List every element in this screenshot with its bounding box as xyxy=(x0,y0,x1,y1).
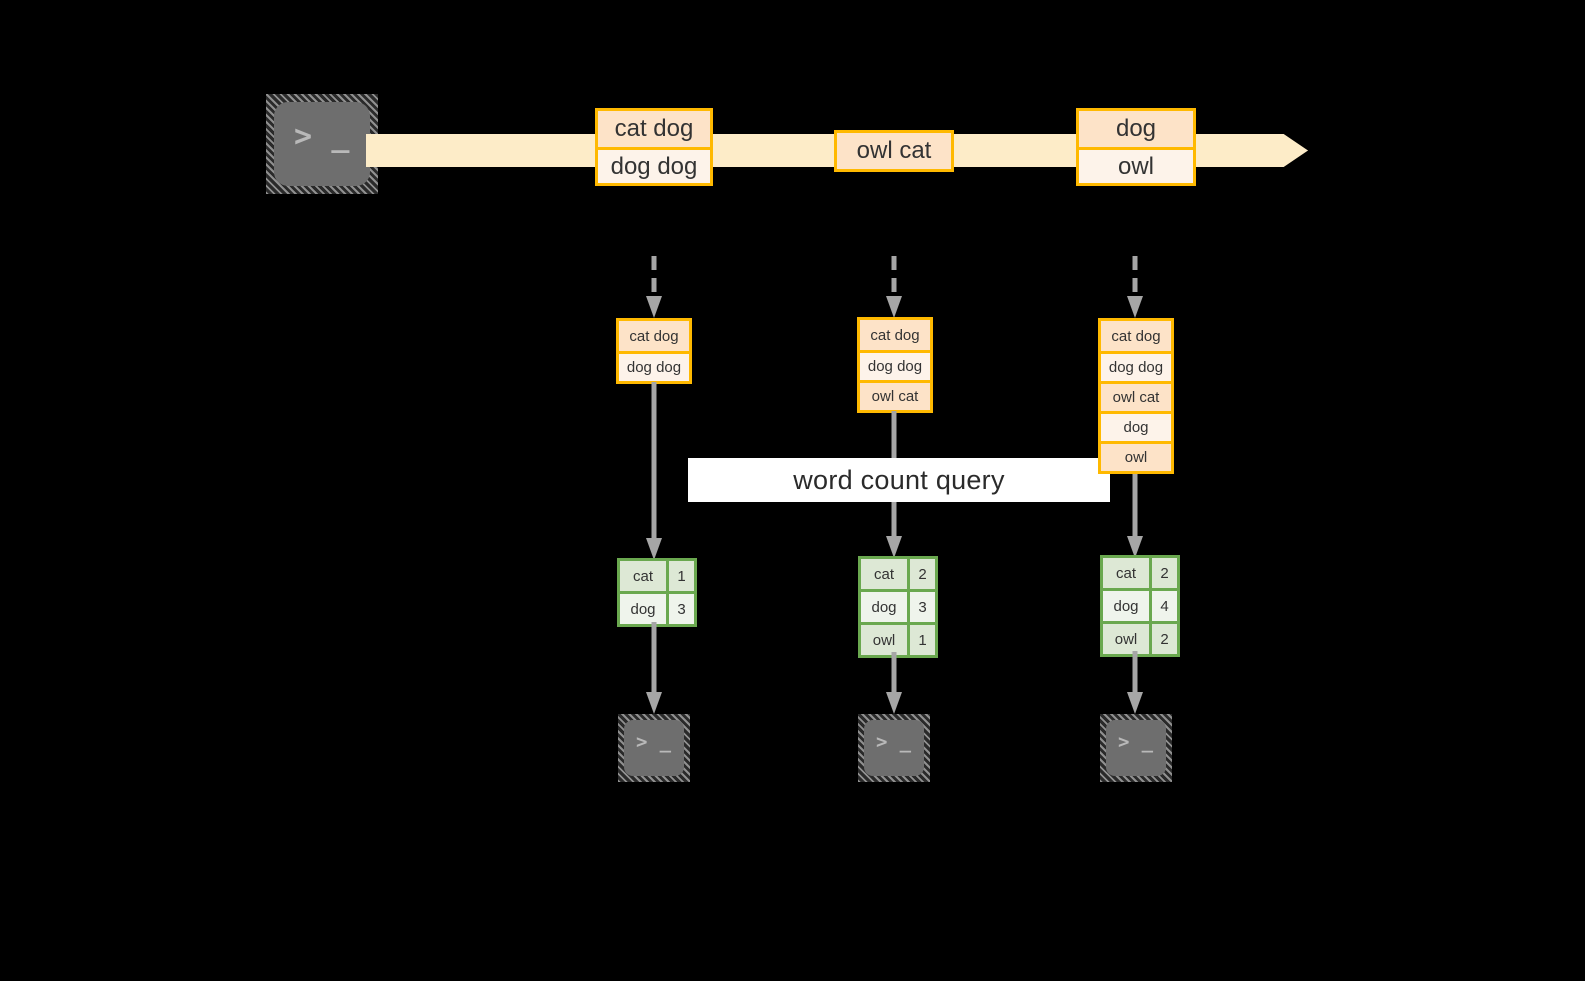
stream-tap-arrow-3 xyxy=(1126,256,1144,318)
snapshot-input-record: cat dog xyxy=(1101,321,1171,351)
stream-record: owl cat xyxy=(837,133,951,169)
snapshot-1-sink-terminal-icon: > _ xyxy=(618,714,690,782)
terminal-prompt-glyph: > _ xyxy=(294,119,350,154)
terminal-prompt-glyph: > _ xyxy=(636,731,672,753)
snapshot-input-record: owl cat xyxy=(1101,381,1171,411)
sink-arrow-3 xyxy=(1126,651,1144,714)
snapshot-input-record: cat dog xyxy=(619,321,689,351)
snapshot-1-input-stack: cat dog dog dog xyxy=(616,318,692,384)
terminal-screen xyxy=(864,720,924,776)
stream-record: dog xyxy=(1079,111,1193,147)
sink-arrow-2 xyxy=(885,652,903,714)
terminal-screen xyxy=(1106,720,1166,776)
count-cell: 4 xyxy=(1149,591,1177,621)
snapshot-input-record: dog xyxy=(1101,411,1171,441)
query-label: word count query xyxy=(793,464,1005,495)
query-label-band: word count query xyxy=(688,458,1110,502)
source-terminal-icon: > _ xyxy=(266,94,378,194)
terminal-prompt-glyph: > _ xyxy=(876,731,912,753)
word-cell: owl xyxy=(1103,624,1149,654)
table-row: cat 1 xyxy=(620,561,694,591)
table-row: owl 2 xyxy=(1103,621,1177,654)
table-row: cat 2 xyxy=(861,559,935,589)
table-row: dog 4 xyxy=(1103,588,1177,621)
snapshot-input-record: dog dog xyxy=(860,350,930,380)
count-cell: 2 xyxy=(1149,558,1177,588)
table-row: dog 3 xyxy=(861,589,935,622)
count-cell: 2 xyxy=(1149,624,1177,654)
table-row: dog 3 xyxy=(620,591,694,624)
snapshot-2-result-table: cat 2 dog 3 owl 1 xyxy=(858,556,938,658)
word-cell: cat xyxy=(1103,558,1149,588)
table-row: cat 2 xyxy=(1103,558,1177,588)
stream-group-1: cat dog dog dog xyxy=(595,108,713,186)
count-cell: 1 xyxy=(666,561,694,591)
snapshot-input-record: owl xyxy=(1101,441,1171,471)
snapshot-input-record: dog dog xyxy=(1101,351,1171,381)
snapshot-1-result-table: cat 1 dog 3 xyxy=(617,558,697,627)
snapshot-3-input-stack: cat dog dog dog owl cat dog owl xyxy=(1098,318,1174,474)
word-cell: dog xyxy=(1103,591,1149,621)
sink-arrow-1 xyxy=(645,622,663,714)
stream-record: owl xyxy=(1079,147,1193,183)
stream-group-3: dog owl xyxy=(1076,108,1196,186)
snapshot-input-record: owl cat xyxy=(860,380,930,410)
word-cell: dog xyxy=(861,592,907,622)
snapshot-input-record: cat dog xyxy=(860,320,930,350)
query-arrow-1 xyxy=(645,382,663,560)
snapshot-2-input-stack: cat dog dog dog owl cat xyxy=(857,317,933,413)
terminal-screen xyxy=(274,102,370,186)
table-row: owl 1 xyxy=(861,622,935,655)
count-cell: 1 xyxy=(907,625,935,655)
terminal-prompt-glyph: > _ xyxy=(1118,731,1154,753)
word-cell: cat xyxy=(620,561,666,591)
word-cell: cat xyxy=(861,559,907,589)
snapshot-3-result-table: cat 2 dog 4 owl 2 xyxy=(1100,555,1180,657)
snapshot-3-sink-terminal-icon: > _ xyxy=(1100,714,1172,782)
snapshot-2-sink-terminal-icon: > _ xyxy=(858,714,930,782)
snapshot-input-record: dog dog xyxy=(619,351,689,381)
stream-record: dog dog xyxy=(598,147,710,183)
stream-record: cat dog xyxy=(598,111,710,147)
stream-tap-arrow-1 xyxy=(645,256,663,318)
count-cell: 3 xyxy=(666,594,694,624)
terminal-screen xyxy=(624,720,684,776)
word-cell: dog xyxy=(620,594,666,624)
count-cell: 3 xyxy=(907,592,935,622)
stream-tap-arrow-2 xyxy=(885,256,903,318)
stream-group-2: owl cat xyxy=(834,130,954,172)
word-cell: owl xyxy=(861,625,907,655)
count-cell: 2 xyxy=(907,559,935,589)
query-arrow-3 xyxy=(1126,472,1144,558)
